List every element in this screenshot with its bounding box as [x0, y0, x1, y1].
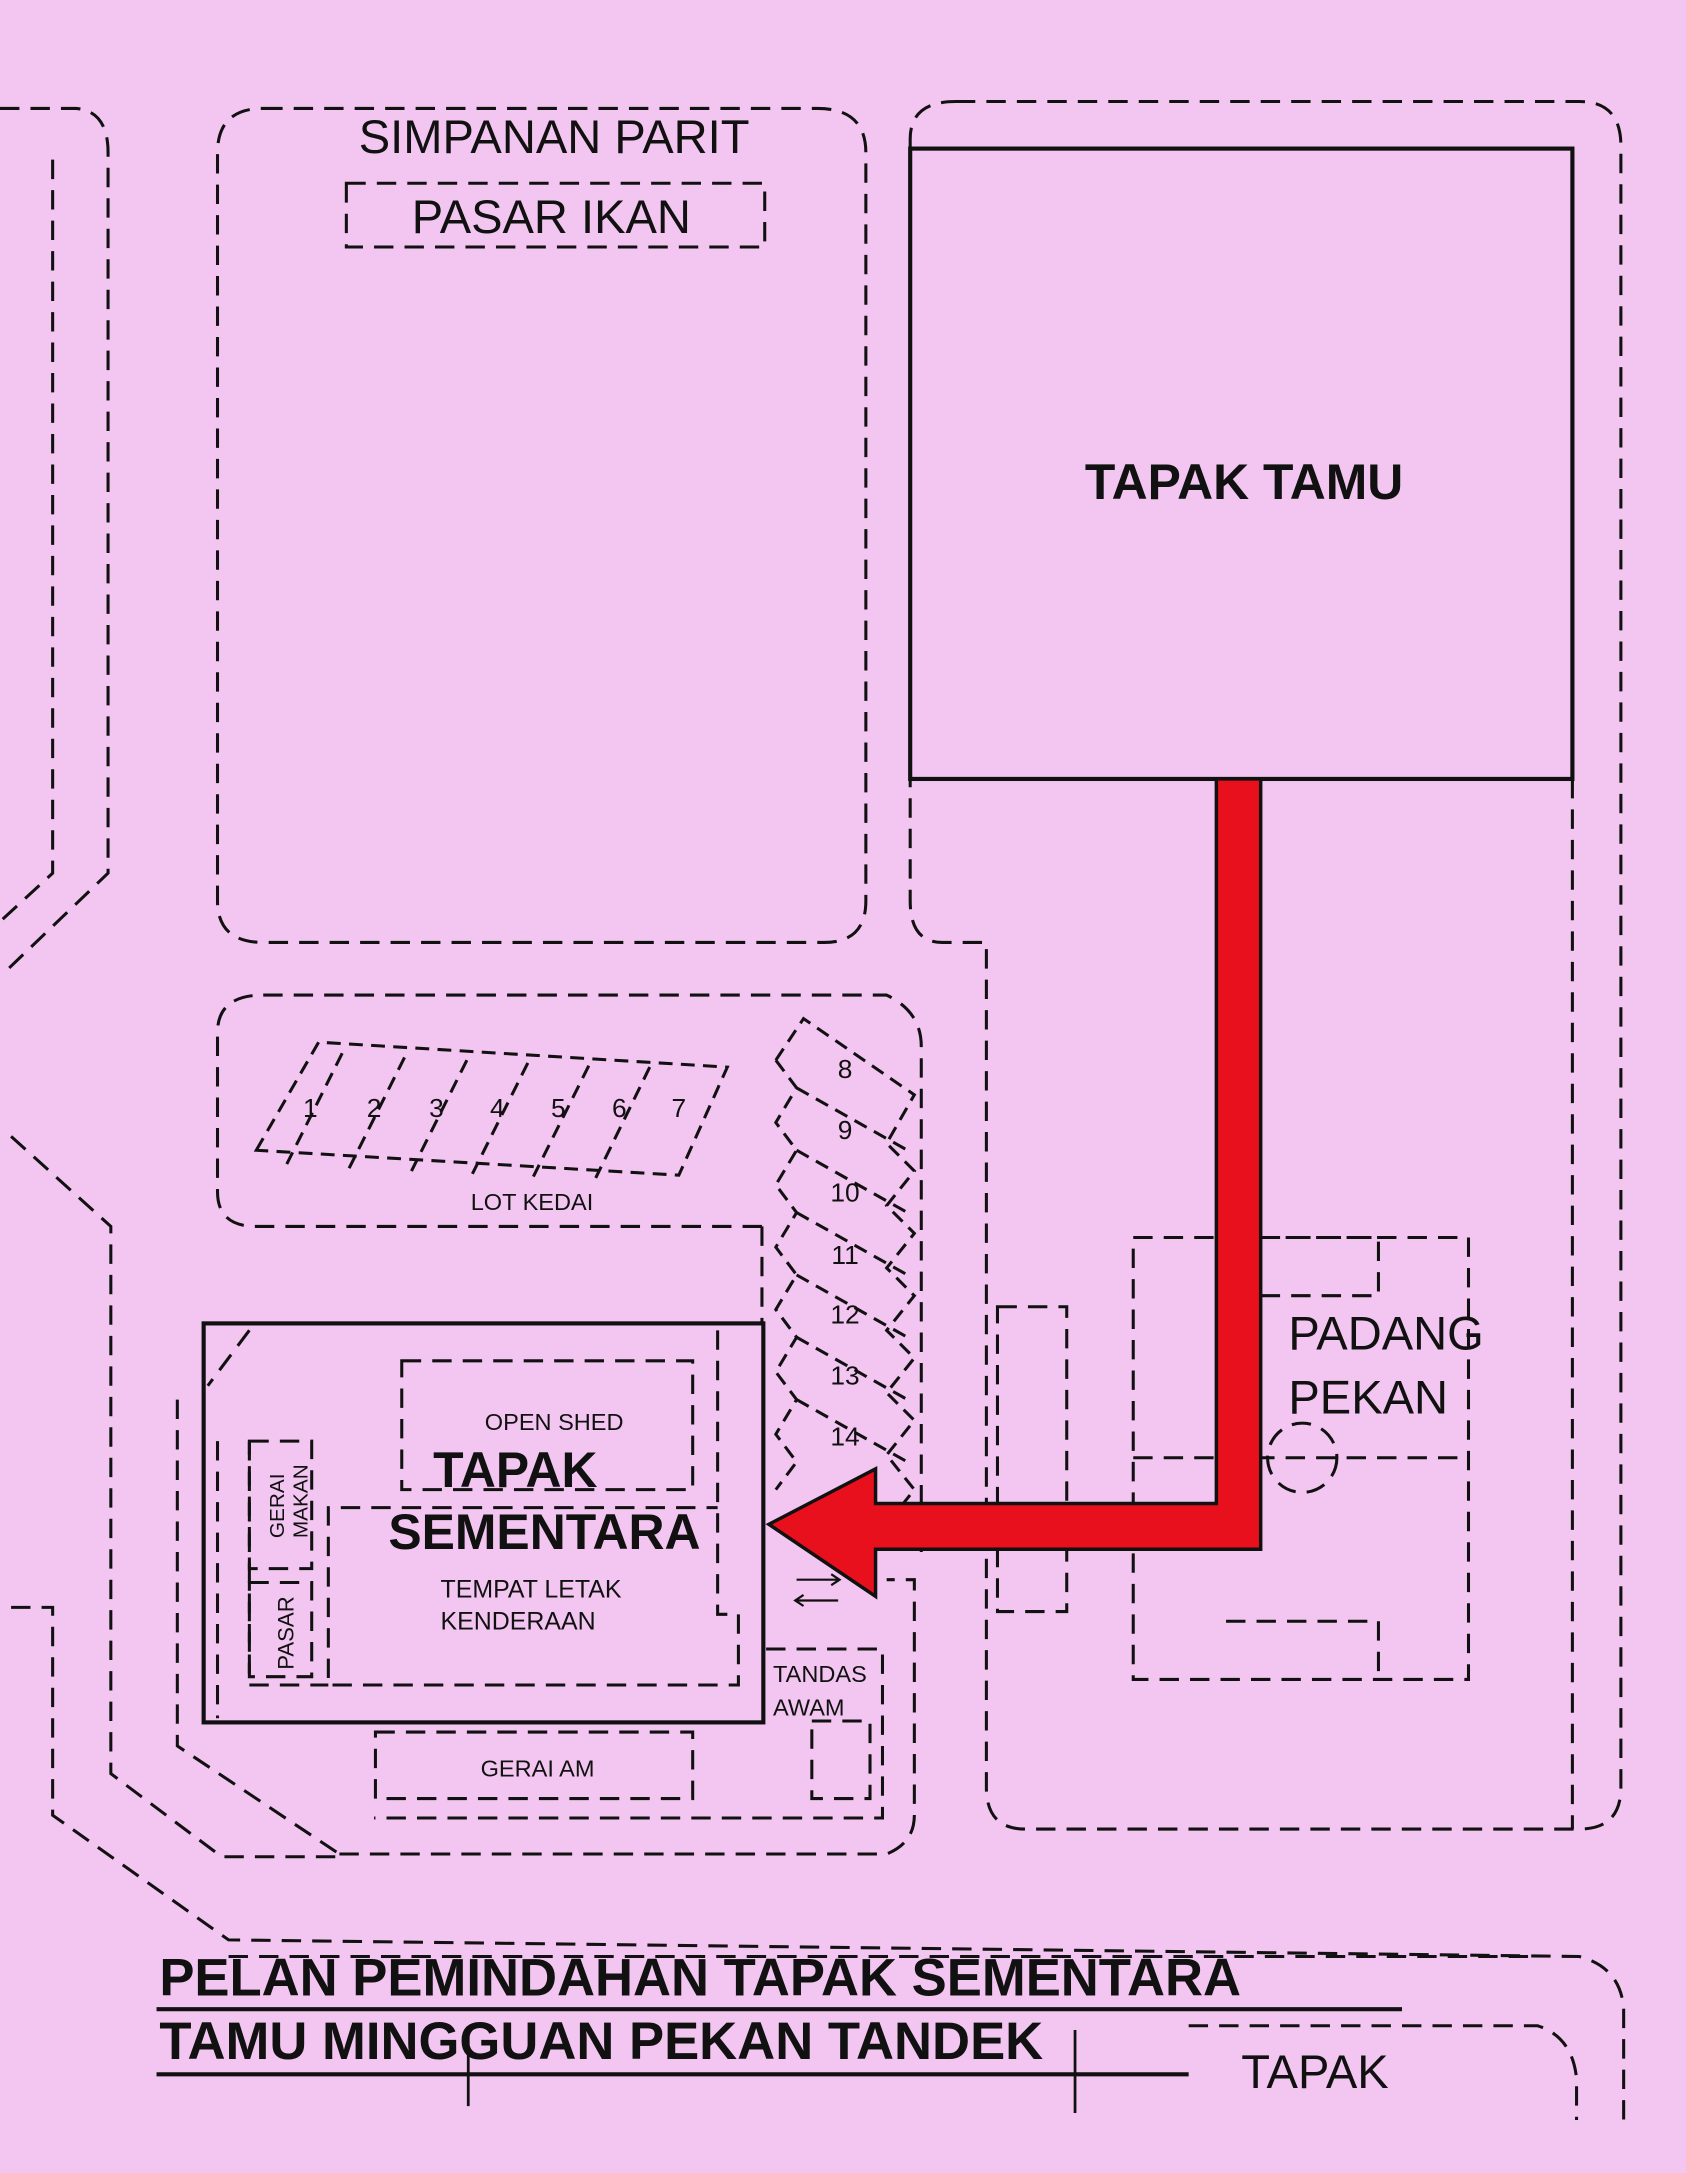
road-line-2 — [1188, 2024, 1579, 2120]
gerai-am-block — [373, 1730, 695, 1801]
relocation-arrow-icon — [765, 777, 1263, 1600]
pekan-label: PEKAN — [1288, 1370, 1448, 1423]
sementara-label: SEMENTARA — [388, 1504, 700, 1560]
pasar-ikan-block — [344, 181, 767, 249]
lot-6: 6 — [612, 1093, 627, 1123]
padang-circle — [1266, 1421, 1339, 1494]
side-strip-block — [995, 1305, 1069, 1614]
makan-label: MAKAN — [290, 1464, 313, 1538]
tapak-tamu-label: TAPAK TAMU — [1085, 454, 1403, 510]
open-shed-label: OPEN SHED — [485, 1409, 624, 1435]
right-block — [908, 99, 1623, 1831]
lot-2: 2 — [367, 1093, 382, 1123]
pasar-ikan-label: PASAR IKAN — [412, 190, 691, 243]
simpanan-parit-block — [215, 106, 868, 944]
kenderaan-label: KENDERAAN — [441, 1608, 596, 1636]
lot-7: 7 — [672, 1093, 687, 1123]
lot-8: 8 — [838, 1054, 853, 1084]
awam-label: AWAM — [773, 1694, 845, 1720]
pasar-label: PASAR — [274, 1596, 299, 1669]
tapak-bottom-label: TAPAK — [1241, 2045, 1388, 2098]
lot-13: 13 — [830, 1360, 859, 1390]
gerai-makan-block — [247, 1439, 314, 1571]
gerai-label: GERAI — [266, 1474, 289, 1539]
lots-row: 1 2 3 4 5 6 7 — [253, 1040, 730, 1179]
pasar-block — [247, 1580, 314, 1679]
lot-9: 9 — [838, 1115, 853, 1145]
plan-title-line2: TAMU MINGGUAN PEKAN TANDEK — [159, 2012, 1043, 2071]
lot-12: 12 — [830, 1299, 859, 1329]
plan-title-line1: PELAN PEMINDAHAN TAPAK SEMENTARA — [159, 1948, 1241, 2007]
tandas-area — [374, 1647, 885, 1820]
lot-kedai-label: LOT KEDAI — [471, 1189, 594, 1215]
open-shed-block — [400, 1359, 695, 1492]
traffic-arrows-icon — [793, 1573, 842, 1607]
lot-11: 11 — [831, 1240, 858, 1270]
tapak-sementara-inner — [206, 1329, 740, 1719]
simpanan-parit-label: SIMPANAN PARIT — [359, 110, 750, 163]
tandas-awam-block — [810, 1719, 872, 1801]
tandas-label: TANDAS — [773, 1661, 867, 1687]
lot-5: 5 — [551, 1093, 566, 1123]
lot-kedai-block — [215, 993, 923, 1552]
tempat-letak-label: TEMPAT LETAK — [441, 1576, 622, 1604]
lot-1: 1 — [303, 1093, 318, 1123]
lot-14: 14 — [830, 1421, 859, 1451]
lot-3: 3 — [429, 1093, 444, 1123]
tapak-sementara-block — [201, 1321, 766, 1725]
lots-column: 8 9 10 11 12 13 14 — [773, 1016, 917, 1526]
padang-label: PADANG — [1288, 1307, 1483, 1360]
lot-4: 4 — [490, 1093, 505, 1123]
lot-10: 10 — [830, 1177, 859, 1207]
left-road — [0, 106, 1626, 2120]
gerai-am-label: GERAI AM — [481, 1755, 595, 1781]
tapak-label: TAPAK — [433, 1442, 597, 1498]
padang-pekan-block — [1131, 1235, 1471, 1681]
